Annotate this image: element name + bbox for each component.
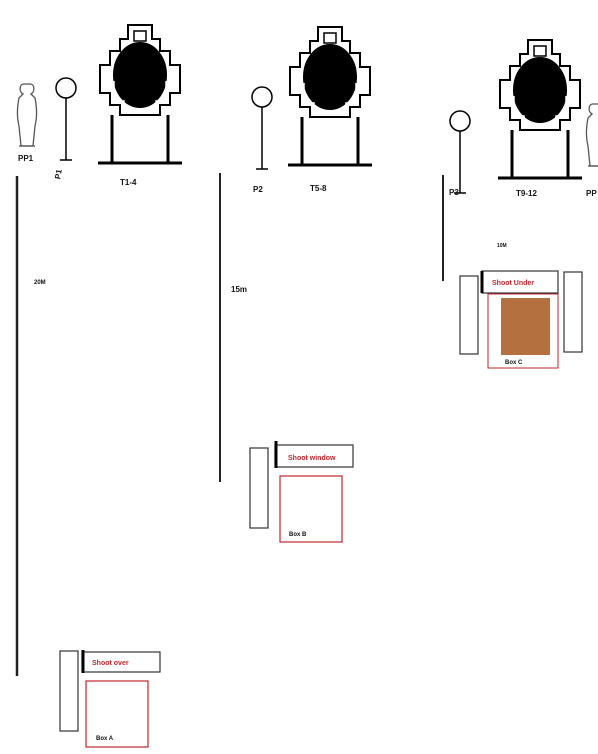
distance-15m-label: 15m [231,285,247,294]
plate-p3-label: P3 [449,188,459,197]
popper-pp-right-label: PP [586,189,597,198]
plate-p2: P2 [251,86,273,194]
box-b-instruction: Shoot window [288,455,336,462]
target-group-t1-4: T1-4 [96,23,184,187]
box-c-fill [501,298,550,355]
plate-p3: P3 [449,110,471,197]
distance-line-10m: 10M [442,175,507,281]
shooting-box-b: Shoot window Box B [249,441,354,543]
box-a-instruction: Shoot over [92,660,129,667]
box-b-label: Box B [289,532,307,538]
distance-line-15m: 15m [219,173,247,482]
popper-pp-right: PP [585,103,598,198]
distance-10m-label: 10M [497,243,507,249]
target-group-t5-8-label: T5-8 [310,184,327,193]
target-group-t9-12: T9-12 [496,38,584,198]
distance-line-20m: 20M [15,176,46,676]
target-group-t1-4-label: T1-4 [120,178,137,187]
box-c-instruction: Shoot Under [492,280,534,287]
shooting-box-a: Shoot over Box A [59,650,161,748]
shooting-box-c: Shoot Under Box C [459,270,583,369]
barricade-left [459,275,479,355]
barricade-a [59,650,79,732]
popper-pp1: PP1 [16,83,38,163]
distance-20m-label: 20M [34,280,46,286]
plate-p1: P1 [53,77,77,180]
box-c-label: Box C [505,360,523,366]
popper-pp1-label: PP1 [18,154,34,163]
plate-p2-label: P2 [253,185,263,194]
target-group-t9-12-label: T9-12 [516,189,537,198]
target-group-t5-8: T5-8 [286,25,374,193]
barricade-right [563,271,583,353]
box-a-label: Box A [96,736,114,742]
plate-p1-label: P1 [53,168,64,180]
barricade-b [249,447,269,529]
